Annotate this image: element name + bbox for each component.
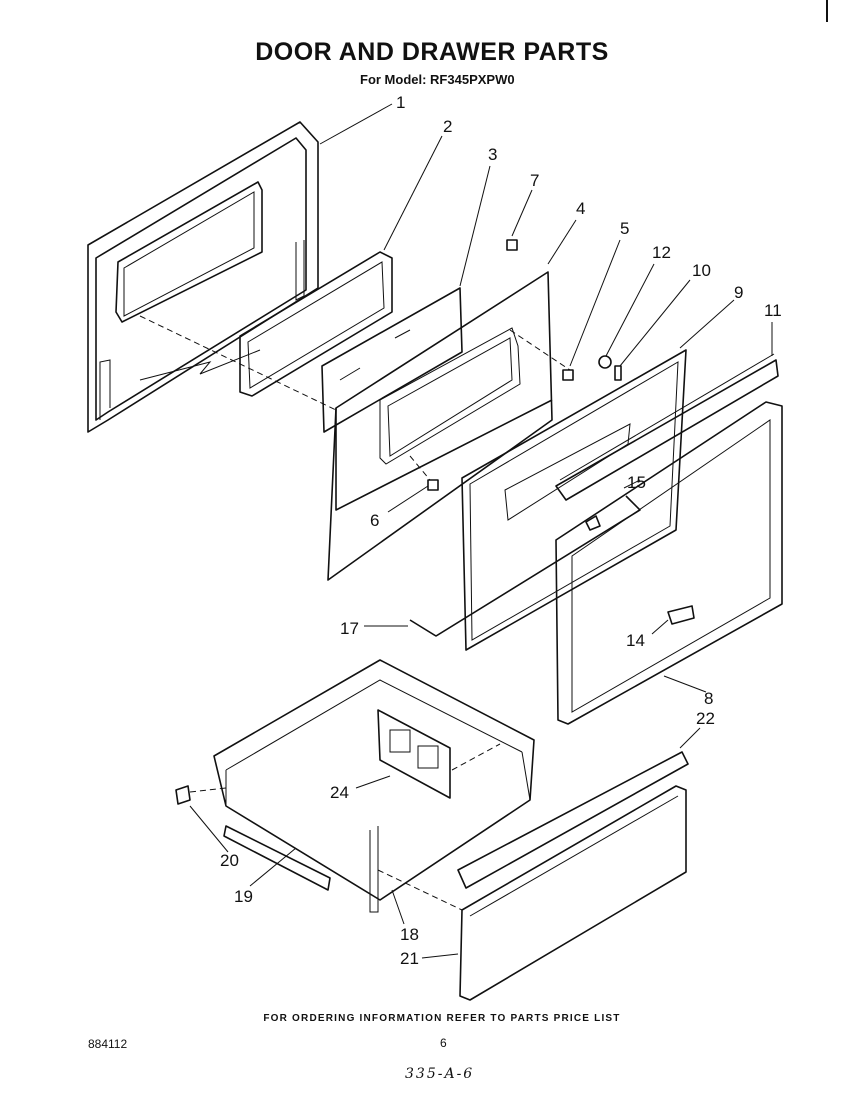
leader-lines (189, 103, 773, 959)
part-20-roller (175, 785, 191, 805)
callout-22: 22 (696, 709, 715, 728)
part-1-outer-door (87, 121, 319, 433)
ordering-note: FOR ORDERING INFORMATION REFER TO PARTS … (263, 1013, 621, 1024)
callout-17: 17 (340, 619, 359, 638)
callout-10: 10 (692, 261, 711, 280)
part-21-drawer-front (459, 785, 687, 1001)
part-11-handle (555, 353, 779, 501)
document-code: 884112 (88, 1037, 128, 1051)
handwritten-note: 335-A-6 (405, 1066, 475, 1082)
part-17-handle-rod (409, 495, 641, 637)
part-22-trim (457, 751, 689, 889)
callout-19: 19 (234, 887, 253, 906)
callout-9: 9 (734, 283, 743, 302)
part-7-clip (506, 239, 518, 251)
callout-24: 24 (330, 783, 349, 802)
callout-6: 6 (370, 511, 379, 530)
callout-14: 14 (626, 631, 645, 650)
part-4-inner-door-liner (327, 271, 553, 581)
callout-12: 12 (652, 243, 671, 262)
callout-2: 2 (443, 117, 452, 136)
callout-7: 7 (530, 171, 539, 190)
part-19-rail (223, 825, 331, 891)
part-10-bracket (614, 365, 622, 381)
callout-15: 15 (627, 473, 646, 492)
callout-20: 20 (220, 851, 239, 870)
callout-3: 3 (488, 145, 497, 164)
part-2-gasket (239, 251, 393, 397)
model-line: For Model: RF345PXPW0 (360, 72, 515, 87)
page-number: 6 (440, 1036, 447, 1050)
part-12-screw (598, 355, 612, 369)
part-24-bracket (377, 709, 451, 799)
part-14-hinge (667, 605, 695, 625)
drawer-body (213, 659, 535, 913)
callout-11: 11 (764, 301, 782, 320)
part-15-bracket (585, 515, 601, 531)
callout-21: 21 (400, 949, 419, 968)
part-9-window-glass (461, 349, 687, 651)
callout-5: 5 (620, 219, 629, 238)
part-3-inner-glass (321, 287, 463, 433)
part-5-clip (562, 369, 574, 381)
callout-1: 1 (396, 93, 405, 112)
part-6-clip (427, 479, 439, 491)
callout-4: 4 (576, 199, 585, 218)
part-8-door-frame (555, 401, 783, 725)
callout-labels: 1 2 3 7 4 5 12 10 9 11 6 15 17 14 8 22 2… (220, 93, 782, 968)
page-edge-mark (826, 0, 828, 22)
callout-18: 18 (400, 925, 419, 944)
page-title: DOOR AND DRAWER PARTS (255, 38, 609, 66)
callout-8: 8 (704, 689, 713, 708)
